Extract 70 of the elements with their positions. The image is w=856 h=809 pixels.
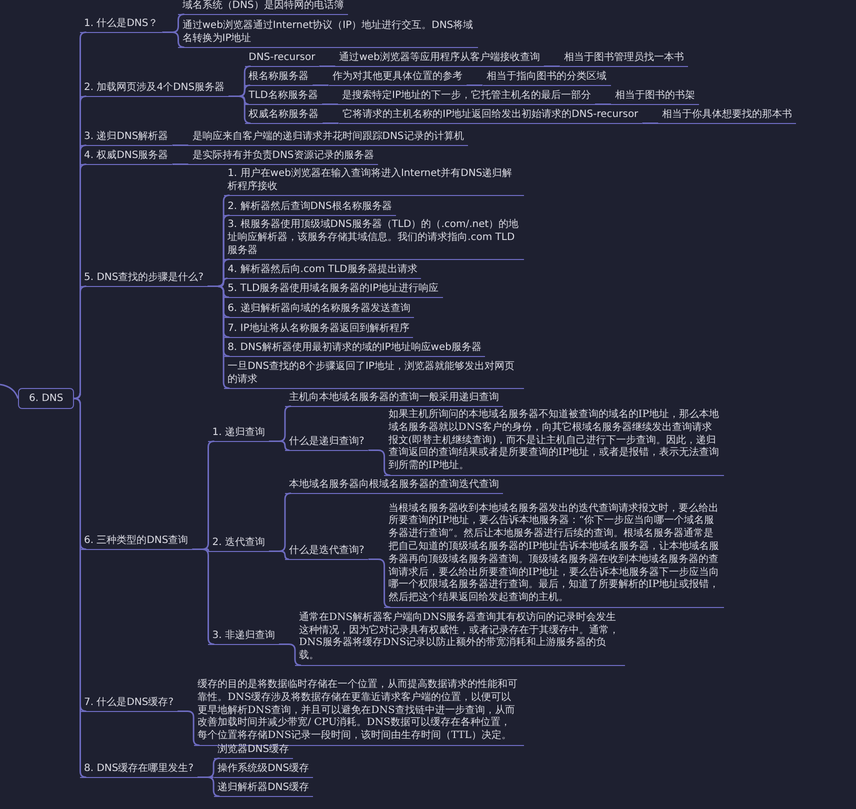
- branch-line: [642, 122, 658, 124]
- branch-line: [268, 440, 290, 451]
- topic-text: 是搜索特定IP地址的下一步，它托管主机名的最后一部分: [338, 89, 595, 105]
- topic-text: 权威名称服务器: [244, 108, 323, 124]
- topic-text: 1. 什么是DNS？: [80, 17, 162, 33]
- branch-line: [172, 164, 188, 165]
- branch-line: [192, 548, 214, 645]
- branch-line: [466, 84, 483, 86]
- topic-text: 操作系统级DNS缓存: [214, 762, 314, 778]
- topic-text: 相当于指向图书的分类区域: [482, 70, 611, 86]
- branch-line: [228, 96, 251, 124]
- branch-line: [544, 66, 560, 67]
- branch-line: [322, 122, 339, 124]
- topic-text: 通过web浏览器等应用程序从客户端接收查询: [335, 51, 544, 67]
- topic-text: 相当于图书管理员找一本书: [560, 51, 688, 67]
- topic-text: 7. 什么是DNS缓存?: [80, 696, 178, 712]
- topic-text: 如果主机所询问的本地域名服务器不知道被查询的域名的IP地址，那么本地域名服务器就以DNS客户的身份，向其它根域名服务器继续发出查询请求报文(即替主机继续查询)，而不是让主机自己进行下一步查询。因此，递归查询返回的查询结果或者是所要查询的IP地址，或者是报错，表示无法查询到所需的IP地址。: [384, 409, 724, 476]
- branch-line: [0, 384, 19, 399]
- topic-text: 什么是迭代查询?: [284, 544, 368, 560]
- topic-text: 4. 权威DNS服务器: [80, 149, 172, 165]
- topic-text: DNS-recursor: [244, 51, 320, 67]
- topic-text: 根名称服务器: [244, 70, 313, 86]
- topic-text: 是实际持有并负责DNS资源记录的服务器: [188, 149, 378, 165]
- topic-text: 作为对其他更具体位置的参考: [328, 70, 467, 86]
- topic-text: 1. 用户在web浏览器在输入查询将进入Internet并有DNS递归解析程序接收: [224, 167, 524, 196]
- root-topic-box: 6. DNS: [18, 388, 74, 409]
- branch-line: [268, 550, 290, 560]
- topic-text: 相当于图书的书架: [611, 89, 699, 105]
- branch-line: [278, 644, 302, 666]
- topic-text: 2. 加载网页涉及4个DNS服务器: [80, 81, 229, 97]
- topic-text: 4. 解析器然后向.com TLD服务器提出请求: [224, 263, 422, 279]
- branch-line: [319, 66, 336, 67]
- topic-text: 3. 递归DNS解析器: [80, 130, 172, 146]
- topic-text: 8. DNS缓存在哪里发生?: [80, 762, 198, 778]
- branch-line: [208, 286, 230, 389]
- topic-text: 一旦DNS查找的8个步骤返回了IP地址，浏览器就能够发出对网页的请求: [224, 360, 524, 389]
- topic-text: 通常在DNS解析器客户端向DNS服务器查询其有权访问的记录时会发生这种情况，因为它对记录具有权威性，或者记录存在于其缓存中。通常，DNS服务器将缓存DNS记录以防止额外的带宽消耗和上游服务器的负载。: [294, 612, 625, 666]
- topic-text: 本地域名服务器向根域名服务器的查询迭代查询: [284, 478, 503, 494]
- branch-line: [312, 84, 329, 86]
- topic-text: 3. 非递归查询: [208, 629, 279, 645]
- topic-text: 6. 三种类型的DNS查询: [80, 534, 192, 550]
- branch-line: [74, 286, 86, 400]
- branch-line: [172, 144, 188, 146]
- topic-text: 它将请求的主机名称的IP地址返回给发出初始请求的DNS-recursor: [338, 108, 642, 124]
- branch-line: [162, 32, 184, 48]
- branch-line: [198, 776, 220, 797]
- topic-text: 浏览器DNS缓存: [214, 743, 294, 759]
- topic-text: 相当于你具体想要找的那本书: [658, 108, 796, 124]
- topic-text: 是响应来自客户端的递归请求并花时间跟踪DNS记录的计算机: [188, 130, 468, 146]
- topic-text: 1. 递归查询: [208, 426, 269, 442]
- topic-text: 2. 解析器然后查询DNS根名称服务器: [224, 200, 396, 216]
- topic-text: 7. IP地址将从名称服务器返回到解析程序: [224, 322, 414, 338]
- branch-line: [178, 710, 200, 746]
- topic-text: 什么是递归查询?: [284, 435, 368, 451]
- topic-text: 3. 根服务器使用顶级域DNS服务器（TLD）的（.com/.net）的地址响应解析器，该服务存储其域信息。我们的请求指向.com TLD服务器: [224, 218, 524, 260]
- topic-text: 5. DNS查找的步骤是什么?: [80, 271, 208, 287]
- topic-text: 8. DNS解析器使用最初请求的域的IP地址响应web服务器: [224, 341, 486, 357]
- branch-line: [595, 104, 611, 105]
- topic-text: 当根域名服务器收到本地域名服务器发出的迭代查询请求报文时，要么给出所要查询的IP地址，要么告诉本地服务器：“你下一步应当向哪一个域名服务器进行查询”。然后让本地服务器进行后续的查询。根域名服务器通常是把自己知道的顶级域名服务器的IP地址告诉本地域名服务器，让本地域名服务器再向顶级域名服务器查询。顶级域名服务器在收到本地域名服务器的查询请求后，要么给出所要查询的IP地址，要么告诉本地服务器下一步应当向哪一个权限域名服务器进行查询。最后，知道了所要解析的IP地址或报错，然后把这个结果返回给发起查询的主机。: [384, 502, 724, 608]
- branch-line: [322, 104, 338, 105]
- topic-text: 5. TLD服务器使用域名服务器的IP地址进行响应: [224, 282, 443, 298]
- branch-line: [74, 398, 86, 778]
- topic-text: TLD名称服务器: [244, 89, 322, 105]
- topic-text: 2. 迭代查询: [208, 536, 269, 552]
- topic-text: 递归解析器DNS缓存: [214, 781, 314, 797]
- branch-line: [368, 558, 390, 608]
- topic-text: 6. 递归解析器向域的名称服务器发送查询: [224, 302, 414, 318]
- topic-text: 主机向本地域名服务器的查询一般采用递归查询: [284, 391, 503, 407]
- branch-line: [368, 450, 390, 476]
- topic-text: 通过web浏览器通过Internet协议（IP）地址进行交互。DNS将域名转换为IP地址: [178, 19, 478, 48]
